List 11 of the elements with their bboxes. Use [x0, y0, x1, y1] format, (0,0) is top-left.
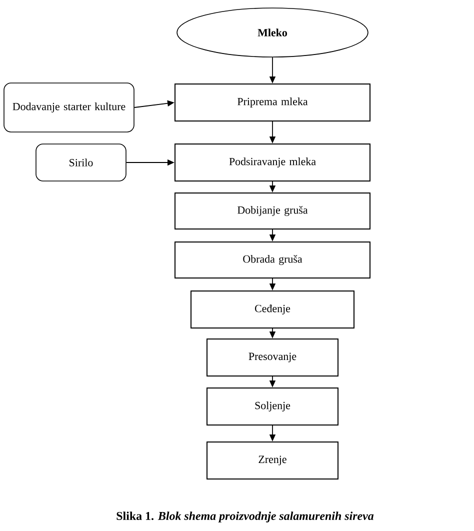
process-box: Obrada gruša [174, 242, 370, 278]
process-box: Priprema mleka [174, 84, 370, 122]
input-box: Sirilo [36, 144, 126, 182]
process-box: Zrenje [206, 442, 338, 480]
process-box: Soljenje [206, 388, 338, 426]
process-box: Podsiravanje mleka [174, 144, 370, 182]
input-box: Dodavanje starter kulture [4, 82, 134, 132]
process-box: Presovanje [206, 338, 338, 376]
process-box: Ceđenje [190, 290, 354, 328]
process-box: Dobijanje gruša [174, 192, 370, 230]
figure-caption: Slika 1. Blok shema proizvodnje salamurenih sireva [116, 512, 374, 522]
